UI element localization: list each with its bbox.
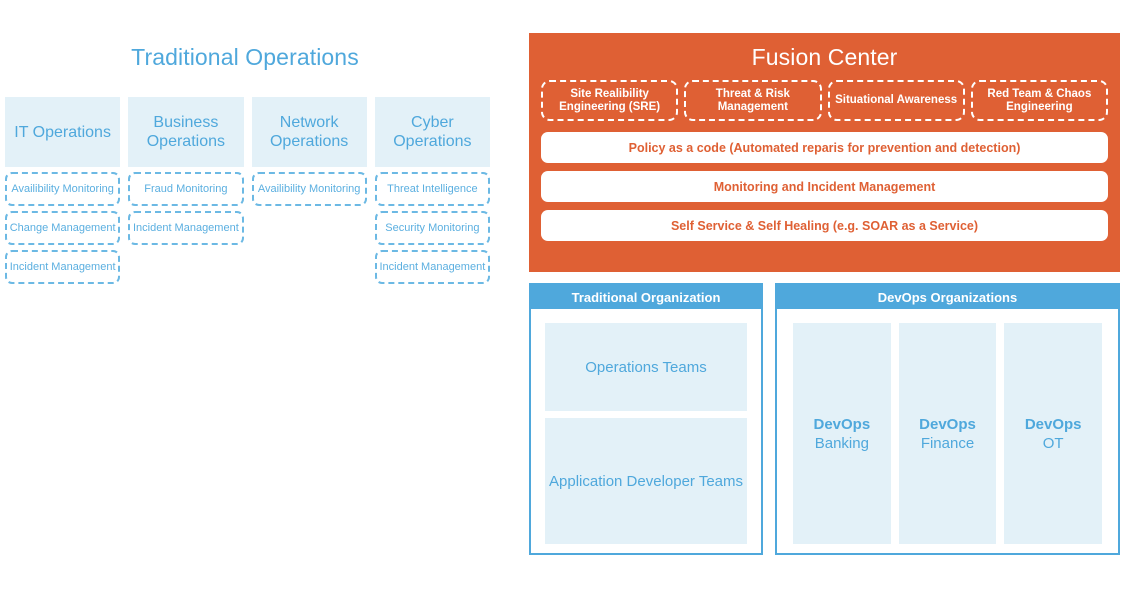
- traditional-operations-title: Traditional Operations: [131, 44, 359, 70]
- traditional-org-box-operations-teams[interactable]: Operations Teams: [545, 323, 747, 411]
- fusion-pillar-threat-and-risk-management[interactable]: Threat & Risk Management: [684, 80, 822, 121]
- ops-subitem-fraud-monitoring[interactable]: Fraud Monitoring: [128, 172, 244, 206]
- devops-organizations-body: DevOps Banking DevOps Finance DevOps OT: [777, 309, 1118, 544]
- devops-organizations-header: DevOps Organizations: [777, 285, 1118, 309]
- ops-subitem-incident-management[interactable]: Incident Management: [5, 250, 121, 284]
- ops-header-it-operations[interactable]: IT Operations: [5, 97, 121, 167]
- fusion-center-pillars: Site Realibility Engineering (SRE) Threa…: [529, 71, 1120, 121]
- fusion-bar-self-service-and-self-healing[interactable]: Self Service & Self Healing (e.g. SOAR a…: [541, 210, 1108, 241]
- fusion-pillar-situational-awareness[interactable]: Situational Awareness: [827, 80, 965, 121]
- devops-organizations-panel: DevOps Organizations DevOps Banking DevO…: [775, 283, 1120, 555]
- traditional-org-box-application-developer-teams[interactable]: Application Developer Teams: [545, 418, 747, 544]
- ops-subitem-availibility-monitoring[interactable]: Availibility Monitoring: [5, 172, 121, 206]
- fusion-bar-monitoring-and-incident-management[interactable]: Monitoring and Incident Management: [541, 171, 1108, 202]
- devops-box-banking[interactable]: DevOps Banking: [793, 323, 891, 544]
- fusion-bar-policy-as-a-code[interactable]: Policy as a code (Automated reparis for …: [541, 132, 1108, 163]
- fusion-pillar-site-realibility-engineering[interactable]: Site Realibility Engineering (SRE): [541, 80, 679, 121]
- ops-column-cyber-operations: Cyber Operations Threat Intelligence Sec…: [374, 97, 490, 284]
- devops-box-finance[interactable]: DevOps Finance: [898, 323, 997, 544]
- devops-box-banking-subtitle: Banking: [814, 434, 869, 452]
- traditional-organization-panel: Traditional Organization Operations Team…: [529, 283, 763, 555]
- devops-box-ot-title: DevOps: [1024, 415, 1082, 433]
- devops-box-finance-title: DevOps: [919, 415, 976, 433]
- ops-header-network-operations[interactable]: Network Operations: [251, 97, 367, 167]
- fusion-center-bars: Policy as a code (Automated reparis for …: [529, 121, 1120, 241]
- traditional-operations-columns: IT Operations Availibility Monitoring Ch…: [5, 97, 490, 284]
- ops-subitem-security-monitoring[interactable]: Security Monitoring: [374, 211, 490, 245]
- devops-box-ot-subtitle: OT: [1042, 434, 1064, 452]
- ops-subitem-incident-management[interactable]: Incident Management: [128, 211, 244, 245]
- traditional-organization-body: Operations Teams Application Developer T…: [531, 309, 761, 544]
- traditional-operations-section: Traditional Operations IT Operations Ava…: [0, 0, 510, 330]
- traditional-organization-header: Traditional Organization: [531, 285, 761, 309]
- ops-subitem-change-management[interactable]: Change Management: [5, 211, 121, 245]
- ops-subitem-incident-management[interactable]: Incident Management: [374, 250, 490, 284]
- ops-header-cyber-operations[interactable]: Cyber Operations: [374, 97, 490, 167]
- fusion-center-panel: Fusion Center Site Realibility Engineeri…: [529, 33, 1120, 272]
- ops-subitem-threat-intelligence[interactable]: Threat Intelligence: [374, 172, 490, 206]
- ops-column-network-operations: Network Operations Availibility Monitori…: [251, 97, 367, 284]
- ops-column-business-operations: Business Operations Fraud Monitoring Inc…: [128, 97, 244, 284]
- fusion-center-title: Fusion Center: [751, 44, 898, 70]
- ops-header-business-operations[interactable]: Business Operations: [128, 97, 244, 167]
- devops-box-ot[interactable]: DevOps OT: [1004, 323, 1103, 544]
- ops-column-it-operations: IT Operations Availibility Monitoring Ch…: [5, 97, 121, 284]
- ops-subitem-availibility-monitoring[interactable]: Availibility Monitoring: [251, 172, 367, 206]
- fusion-pillar-red-team-and-chaos-engineering[interactable]: Red Team & Chaos Engineering: [970, 80, 1108, 121]
- devops-box-banking-title: DevOps: [813, 415, 871, 433]
- devops-box-finance-subtitle: Finance: [920, 434, 975, 452]
